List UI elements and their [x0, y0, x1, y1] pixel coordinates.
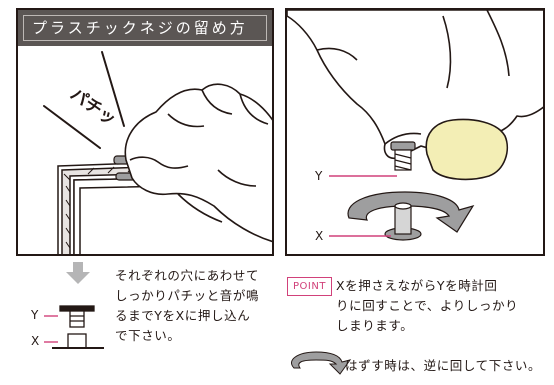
label-x: X	[315, 229, 323, 243]
right-illustration-panel: Y X	[285, 8, 545, 256]
step-line: で下さい。	[115, 328, 181, 343]
left-illustration-panel: プラスチックネジの留め方 パチッ	[16, 8, 274, 256]
title-inner-frame	[23, 15, 267, 41]
point-line: しまります。	[336, 318, 414, 333]
point-line: りに回すことで、よりしっかり	[336, 298, 519, 313]
counterclockwise-rotation-icon	[291, 351, 352, 375]
point-badge: POINT	[287, 277, 332, 296]
step-instruction: それぞれの穴にあわせて しっかりパチッと音が鳴 るまでYをXに押し込ん で下さい…	[115, 266, 285, 346]
screw-x-part	[384, 202, 422, 241]
step-line: しっかりパチッと音が鳴	[115, 288, 260, 303]
step-line: るまでYをXに押し込ん	[115, 308, 251, 323]
mini-screw-x	[52, 333, 104, 349]
hand	[124, 83, 272, 243]
hand-pressing-screw-illustration: パチッ	[43, 51, 272, 254]
panel-title-bar: プラスチックネジの留め方	[18, 10, 272, 46]
fingers	[287, 10, 543, 160]
impact-lines	[43, 51, 125, 149]
panel-title: プラスチックネジの留め方	[32, 19, 248, 37]
down-arrow-icon	[66, 262, 90, 284]
rotation-arrow	[347, 191, 475, 233]
mini-label-x: X	[31, 334, 40, 348]
fingers-twisting-screw-illustration: Y X	[287, 10, 543, 243]
label-y: Y	[314, 169, 323, 183]
point-text: Xを押さえながらYを時計回 りに回すことで、よりしっかり しまります。	[336, 276, 546, 336]
removal-note: はずす時は、逆に回して下さい。	[345, 358, 542, 373]
step-line: それぞれの穴にあわせて	[115, 268, 260, 283]
sound-effect-text: パチッ	[66, 84, 119, 130]
mini-screw-y	[59, 305, 95, 328]
point-line: Xを押さえながらYを時計回	[336, 278, 498, 293]
screw-y-part	[390, 141, 416, 171]
thumbnail	[425, 118, 509, 181]
mini-label-y: Y	[31, 308, 39, 322]
